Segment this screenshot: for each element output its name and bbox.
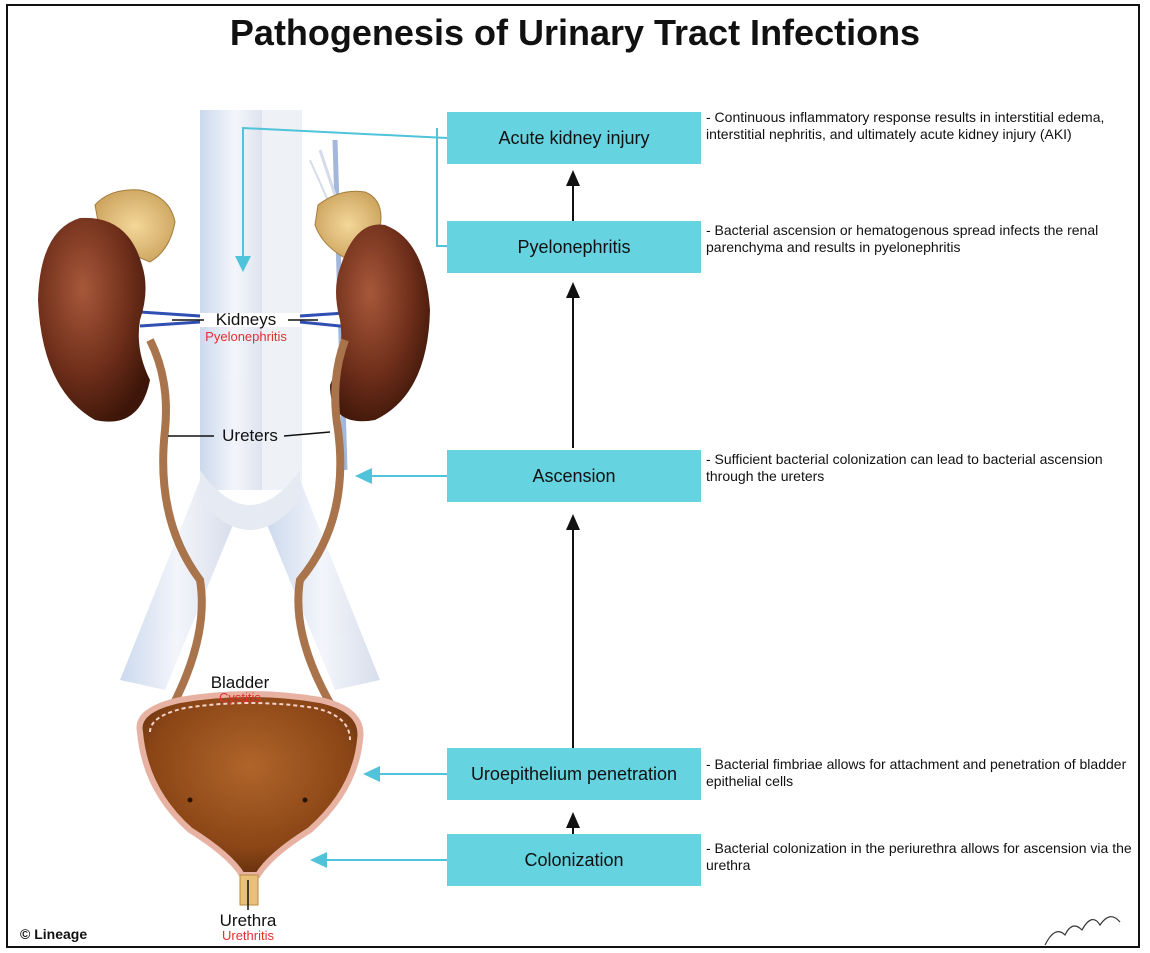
ureters-label: Ureters	[210, 426, 290, 446]
stage-box-pyelonephritis: Pyelonephritis	[447, 221, 701, 273]
stage-box-colonization: Colonization	[447, 834, 701, 886]
stage-description-colonization: - Bacterial colonization in the periuret…	[706, 840, 1138, 874]
stage-box-acute-kidney-injury: Acute kidney injury	[447, 112, 701, 164]
artist-signature	[1045, 917, 1120, 945]
kidneys-label: Kidneys	[206, 310, 286, 330]
urethra	[240, 875, 258, 905]
kidneys-condition-label: Pyelonephritis	[186, 329, 306, 344]
stage-box-uroepithelium-penetration: Uroepithelium penetration	[447, 748, 701, 800]
stage-box-ascension: Ascension	[447, 450, 701, 502]
stage-description-acute-kidney-injury: - Continuous inflammatory response resul…	[706, 109, 1138, 143]
urethra-condition-label: Urethritis	[208, 928, 288, 943]
stage-description-ascension: - Sufficient bacterial colonization can …	[706, 451, 1138, 485]
stage-description-pyelonephritis: - Bacterial ascension or hematogenous sp…	[706, 222, 1138, 256]
bladder	[140, 694, 361, 875]
copyright-label: © Lineage	[20, 926, 87, 942]
left-kidney	[38, 218, 150, 422]
bladder-condition-label: Cystitis	[200, 690, 280, 705]
stage-description-uroepithelium-penetration: - Bacterial fimbriae allows for attachme…	[706, 756, 1138, 790]
